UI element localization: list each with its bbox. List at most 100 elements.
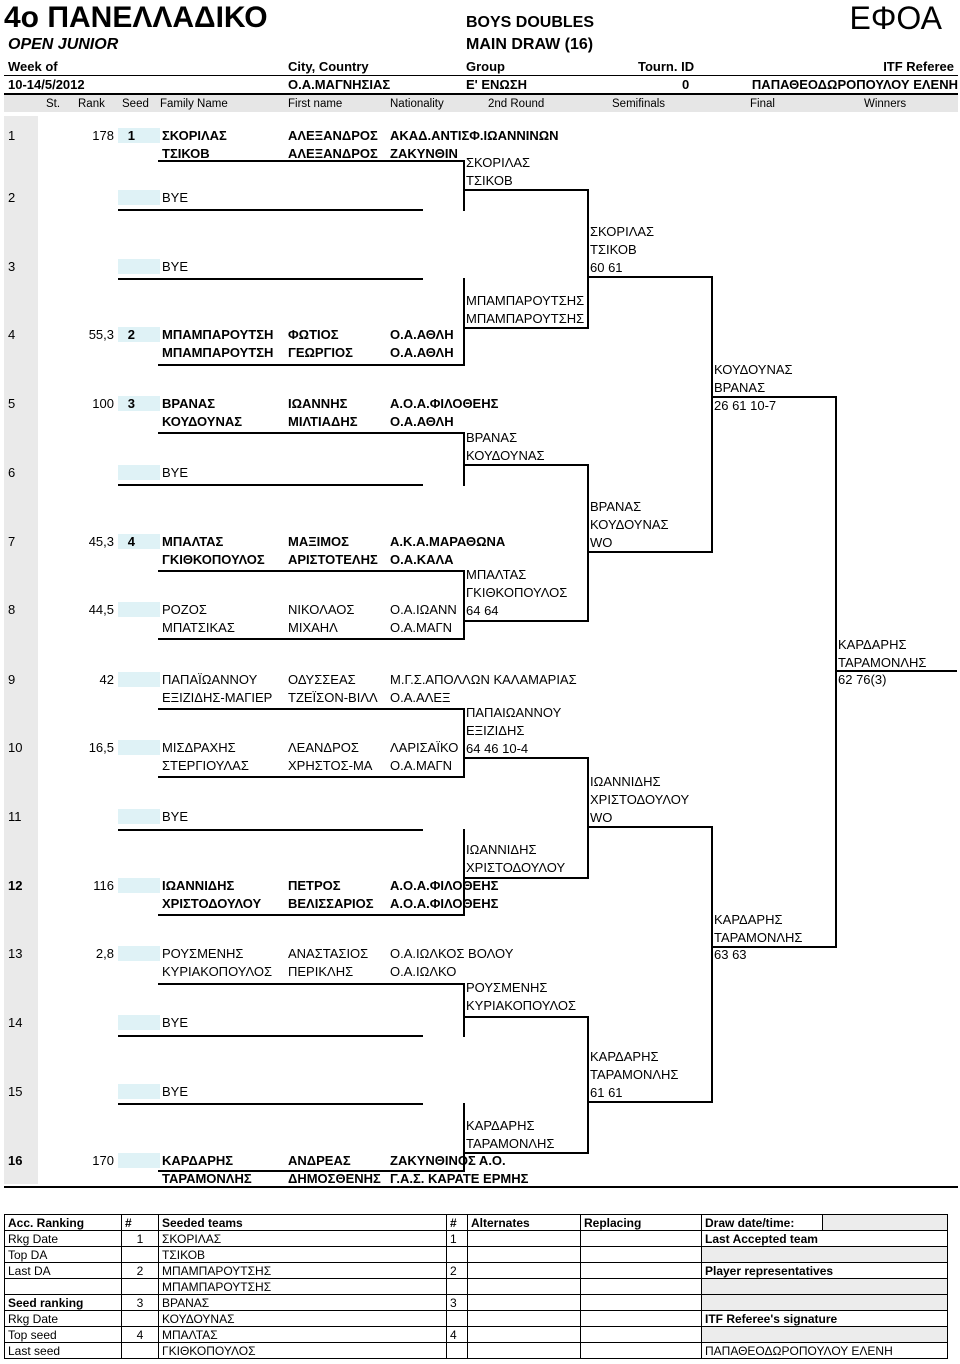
bracket-hline [118,484,423,486]
seed-cell [118,740,160,755]
seed-cell [118,878,160,893]
foot-alternate [467,1310,581,1327]
team-rank: 16,5 [88,740,114,755]
foot-alt-num: 1 [446,1230,468,1247]
foot-right-cell [701,1246,948,1263]
player1-club: Α.Κ.Α.ΜΑΡΑΘΩΝΑ [390,534,506,549]
player1-first-name: ΠΕΤΡΟΣ [288,878,341,893]
player1-family-name: ΒΡΑΝΑΣ [162,396,216,411]
foot-alt-num [446,1310,468,1327]
bracket-hline [463,1016,587,1018]
team-seed [135,190,160,205]
draw-position: 8 [8,602,16,617]
foot-left-label: Seed ranking [4,1294,122,1311]
foot-right-cell: ΠΑΠΑΘΕΟΔΩΡΟΠΟΥΛΟΥ ΕΛΕΝΗ [701,1342,948,1359]
draw-position: 2 [8,190,16,205]
info-label-tourn-id: Tourn. ID [638,59,695,74]
seed-cell [118,1153,160,1168]
r2-score-4: 64 64 [466,603,499,618]
foot-h-blank [822,1214,948,1231]
r2-winner-3-a: ΒΡΑΝΑΣ [466,430,518,445]
foot-h-draw-date: Draw date/time: [701,1214,823,1231]
player1-family-name: BYE [162,1084,189,1099]
draw-position: 7 [8,534,16,549]
col-final: Final [750,98,775,110]
col-semifinals: Semifinals [612,98,666,110]
foot-seeded-team: ΒΡΑΝΑΣ [158,1294,447,1311]
foot-replacing [580,1342,702,1359]
foot-seeded-team: ΓΚΙΘΚΟΠΟΥΛΟΣ [158,1342,447,1359]
champion-b: ΤΑΡΑΜΟΝΛΗΣ [838,655,927,670]
qf-winner-1-a: ΣΚΟΡΙΛΑΣ [590,224,655,239]
player2-first-name: ΑΛΕΞΑΝΔΡΟΣ [288,146,378,161]
foot-replacing [580,1278,702,1295]
player2-family-name: ΚΟΥΔΟΥΝΑΣ [162,414,243,429]
draw-position: 6 [8,465,16,480]
player2-family-name: ΣΤΕΡΓΙΟΥΛΑΣ [162,758,249,773]
bracket-hline [158,432,463,434]
bracket-hline [158,983,463,985]
foot-replacing [580,1246,702,1263]
foot-alt-num [446,1278,468,1295]
player1-family-name: BYE [162,465,189,480]
team-seed [135,259,160,274]
team-rank: 116 [93,878,114,893]
sf-winner-2-b: ΤΑΡΑΜΟΝΛΗΣ [714,930,803,945]
bracket-hline [711,946,835,948]
player1-club: Ο.Α.ΙΩΑΝΝ [390,602,457,617]
bracket-vline [463,983,465,1037]
qf-score-1: 60 61 [590,260,623,275]
draw-position: 14 [8,1015,23,1030]
r2-winner-4-b: ΓΚΙΘΚΟΠΟΥΛΟΣ [466,585,568,600]
bracket-hline [711,396,835,398]
foot-alternate [467,1262,581,1279]
qf-winner-4-b: ΤΑΡΑΜΟΝΛΗΣ [590,1067,679,1082]
player2-family-name: ΤΣΙΚΟΒ [162,146,210,161]
foot-seed-num: 3 [121,1294,159,1311]
foot-alt-num [446,1342,468,1359]
foot-left-label: Rkg Date [4,1230,122,1247]
player2-first-name: ΧΡΗΣΤΟΣ-ΜΑ [288,758,373,773]
foot-seeded-team: ΜΠΑΜΠΑΡΟΥΤΣΗΣ [158,1278,447,1295]
r2-winner-8-b: ΤΑΡΑΜΟΝΛΗΣ [466,1136,555,1151]
info-group: Ε' ΕΝΩΣΗ [466,77,528,92]
foot-alternate [467,1326,581,1343]
foot-alt-num: 3 [446,1294,468,1311]
seed-cell: 2 [118,327,160,342]
r2-winner-6-b: ΧΡΙΣΤΟΔΟΥΛΟΥ [466,860,566,875]
bracket-hline [463,620,587,622]
player2-family-name: ΕΞΙΖΙΔΗΣ-ΜΑΓΙΕΡ [162,690,273,705]
bracket-hline [118,278,423,280]
draw-position: 12 [8,878,23,893]
r2-winner-5-b: ΕΞΙΖΙΔΗΣ [466,723,525,738]
bracket-hline [587,1101,711,1103]
foot-alt-num: 2 [446,1262,468,1279]
player2-family-name: ΜΠΑΤΣΙΚΑΣ [162,620,235,635]
foot-alternate [467,1230,581,1247]
player1-family-name: BYE [162,259,189,274]
draw-position: 16 [8,1153,23,1168]
draw-position: 9 [8,672,16,687]
seed-cell: 3 [118,396,160,411]
bracket-vline [587,189,589,329]
r2-winner-2-b: ΜΠΑΜΠΑΡΟΥΤΣΗΣ [466,311,585,326]
bracket-hline [158,160,463,162]
foot-seeded-team: ΜΠΑΛΤΑΣ [158,1326,447,1343]
r2-winner-1-a: ΣΚΟΡΙΛΑΣ [466,155,531,170]
foot-alternate [467,1278,581,1295]
event-name: BOYS DOUBLES [466,14,595,31]
qf-winner-2-b: ΚΟΥΔΟΥΝΑΣ [590,517,669,532]
info-label-week: Week of [8,59,58,74]
foot-alt-num: 4 [446,1326,468,1343]
player2-club: Α.Ο.Α.ΦΙΛΟΘΕΗΣ [390,896,499,911]
team-rank: 44,5 [88,602,114,617]
qf-winner-3-b: ΧΡΙΣΤΟΔΟΥΛΟΥ [590,792,690,807]
seed-cell [118,809,160,824]
column-header-bar [4,95,958,112]
team-seed [135,1084,160,1099]
team-rank: 45,3 [88,534,114,549]
foot-seeded-team: ΣΚΟΡΙΛΑΣ [158,1230,447,1247]
player1-first-name: ΑΛΕΞΑΝΔΡΟΣ [288,128,378,143]
r2-winner-3-b: ΚΟΥΔΟΥΝΑΣ [466,448,545,463]
bracket-vline [587,757,589,879]
